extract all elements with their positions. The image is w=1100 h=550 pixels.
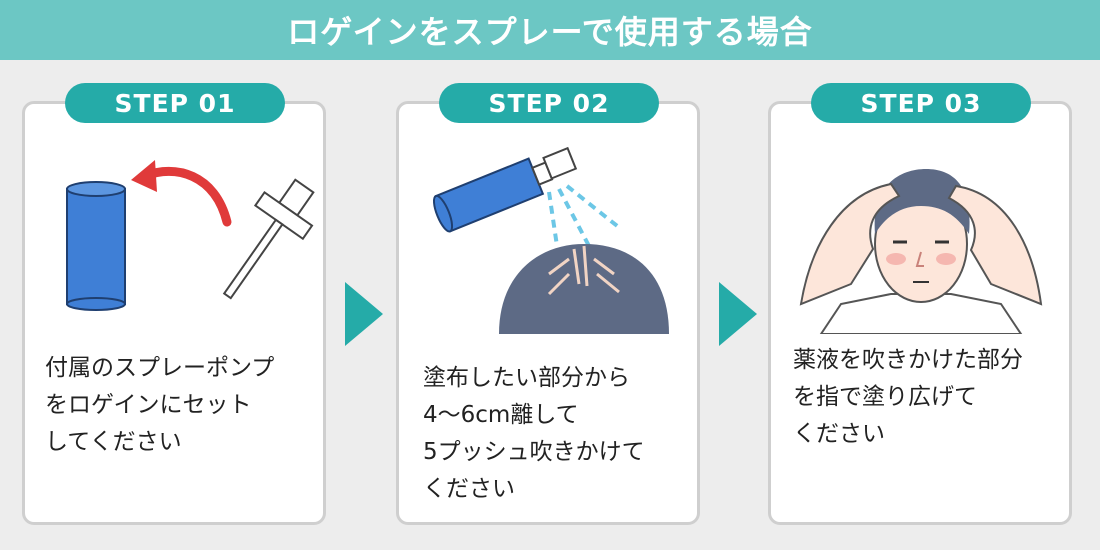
curved-arrow-icon	[131, 160, 232, 227]
mist-icon	[547, 184, 623, 247]
step-3-text: 薬液を吹きかけた部分 を指で塗り広げて ください	[793, 347, 1023, 447]
spray-pump-icon	[222, 178, 315, 300]
man-applying-icon	[799, 169, 1043, 334]
bottle-icon	[66, 181, 126, 311]
step-2-illustration	[432, 146, 669, 334]
step-2-text: 塗布したい部分から 4～6cm離して 5プッシュ吹きかけて ください	[423, 365, 645, 502]
step-1-text: 付属のスプレーポンプ をロゲインにセット してください	[45, 355, 275, 455]
head-top-icon	[499, 244, 669, 334]
header-banner: ロゲインをスプレーで使用する場合	[0, 0, 1100, 60]
step-card-2: STEP 02 塗布したい部分から 4～6cm離して 5プッシュ吹きかけて くだ…	[396, 83, 700, 525]
next-step-arrow-icon	[345, 282, 383, 346]
step-badge-3: STEP 03	[811, 83, 1031, 123]
next-step-arrow-icon	[719, 282, 757, 346]
step-badge-1: STEP 01	[65, 83, 285, 123]
step-card-3: STEP 03 薬液を吹きかけた部分 を指で塗り広げて ください	[768, 83, 1072, 525]
step-card-1: STEP 01 付属のスプレーポンプ をロゲインにセット してください	[22, 83, 326, 525]
step-badge-2: STEP 02	[439, 83, 659, 123]
step-1-illustration	[66, 160, 315, 311]
page-title: ロゲインをスプレーで使用する場合	[287, 13, 813, 51]
step-3-illustration	[799, 169, 1043, 334]
spray-bottle-icon	[432, 146, 578, 233]
